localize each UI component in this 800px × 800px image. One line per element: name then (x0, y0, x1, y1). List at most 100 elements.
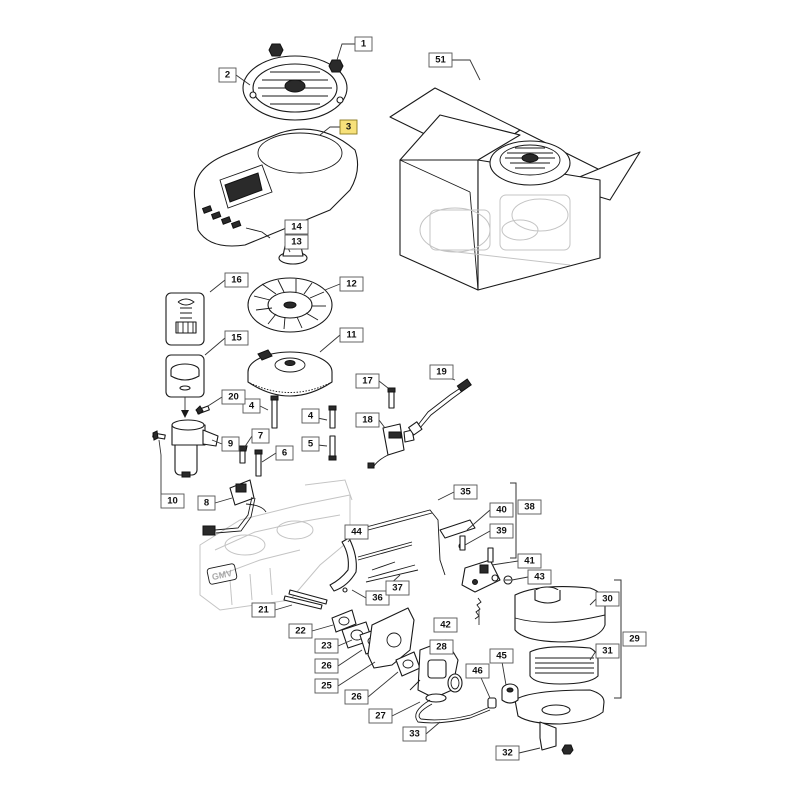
starter-nuts (268, 43, 344, 73)
callout-39: 39 (489, 523, 514, 539)
svg-text:23: 23 (321, 641, 332, 652)
ignition-wire-harness (408, 378, 472, 436)
callout-38: 38 (517, 499, 542, 515)
callout-19: 19 (429, 364, 454, 380)
inset-starter-pinion-16 (165, 292, 205, 346)
callout-17: 17 (355, 373, 380, 389)
callout-35: 35 (453, 484, 478, 500)
callout-13: 13 (284, 234, 309, 250)
callout-25: 25 (314, 678, 339, 694)
callout-21: 21 (251, 602, 276, 618)
callout-28: 28 (429, 639, 454, 655)
bracket-38 (510, 482, 517, 559)
cooling-fan (247, 277, 333, 333)
recoil-starter-assembly (242, 55, 348, 121)
svg-text:20: 20 (228, 392, 239, 403)
callout-26-lower: 26 (344, 689, 369, 705)
callout-36: 36 (365, 590, 390, 606)
ignition-coil (367, 423, 415, 469)
svg-text:10: 10 (167, 496, 178, 507)
callout-26-upper: 26 (314, 658, 339, 674)
svg-text:45: 45 (496, 651, 507, 662)
svg-text:51: 51 (435, 55, 446, 66)
callout-43: 43 (527, 569, 552, 585)
svg-text:18: 18 (362, 415, 373, 426)
screw-43 (503, 575, 513, 585)
svg-text:26: 26 (351, 692, 362, 703)
callout-14: 14 (284, 219, 309, 235)
svg-text:41: 41 (524, 556, 535, 567)
callout-29: 29 (622, 631, 647, 647)
bolt-10 (152, 430, 166, 441)
svg-text:4: 4 (308, 411, 314, 422)
callout-33: 33 (402, 726, 427, 742)
air-filter-cover-30 (514, 586, 606, 643)
svg-text:30: 30 (602, 594, 613, 605)
svg-text:29: 29 (629, 634, 640, 645)
throttle-linkage-rod-35 (354, 509, 446, 576)
svg-text:4: 4 (249, 401, 255, 412)
svg-text:28: 28 (436, 642, 447, 653)
svg-text:36: 36 (372, 593, 383, 604)
callout-18: 18 (355, 412, 380, 428)
flywheel (247, 349, 333, 397)
callout-15: 15 (224, 330, 249, 346)
callout-51: 51 (428, 52, 453, 68)
svg-text:21: 21 (258, 605, 269, 616)
inset-ring-gear-15 (165, 354, 205, 398)
callout-22: 22 (288, 623, 313, 639)
callout-8: 8 (197, 495, 216, 511)
callout-4-right: 4 (301, 408, 320, 424)
rod-36 (342, 541, 413, 593)
throttle-bracket-41 (461, 547, 501, 593)
studs-21 (283, 589, 328, 610)
engine-logo-plate: GMV (206, 563, 238, 585)
callout-labels: 1 2 3 4 4 5 6 7 (160, 36, 647, 761)
blower-housing-cover (193, 128, 359, 247)
svg-text:9: 9 (228, 439, 233, 450)
boxed-engine-assembly (389, 87, 641, 291)
svg-text:16: 16 (231, 275, 242, 286)
gasket-22 (331, 609, 357, 633)
svg-text:31: 31 (602, 646, 613, 657)
callout-23: 23 (314, 638, 339, 654)
breather-tube-45 (501, 683, 519, 704)
svg-text:3: 3 (346, 122, 351, 133)
callout-40: 40 (489, 502, 514, 518)
callout-32: 32 (495, 745, 520, 761)
callout-42: 42 (433, 617, 458, 633)
callout-44: 44 (344, 524, 369, 540)
electric-starter-motor (171, 419, 219, 478)
callout-3: 3 (339, 119, 358, 135)
breather-hose-44 (329, 537, 357, 592)
plug-46 (487, 697, 497, 709)
callout-46: 46 (465, 663, 490, 679)
svg-text:43: 43 (534, 572, 545, 583)
callout-4-left: 4 (242, 398, 261, 414)
svg-text:8: 8 (204, 498, 209, 509)
filter-base-32 (514, 689, 605, 755)
spring-42 (474, 597, 482, 620)
callout-5: 5 (301, 436, 320, 452)
svg-text:5: 5 (308, 439, 314, 450)
fuel-line-33 (415, 699, 491, 724)
svg-text:6: 6 (282, 448, 287, 459)
screw-17 (387, 387, 396, 409)
engine-logo-text: GMV (211, 568, 233, 582)
callout-30: 30 (595, 591, 620, 607)
svg-text:17: 17 (362, 376, 373, 387)
callout-16: 16 (224, 272, 249, 288)
wiring-harness (202, 479, 267, 536)
bracket-29 (614, 579, 622, 699)
callout-27: 27 (368, 708, 393, 724)
svg-text:26: 26 (321, 661, 332, 672)
callout-31: 31 (595, 643, 620, 659)
svg-text:22: 22 (295, 626, 306, 637)
svg-text:13: 13 (291, 237, 302, 248)
filter-element-31 (529, 646, 599, 685)
callout-12: 12 (339, 276, 364, 292)
callout-6: 6 (275, 445, 294, 461)
svg-text:2: 2 (225, 70, 230, 81)
svg-text:11: 11 (346, 330, 357, 341)
